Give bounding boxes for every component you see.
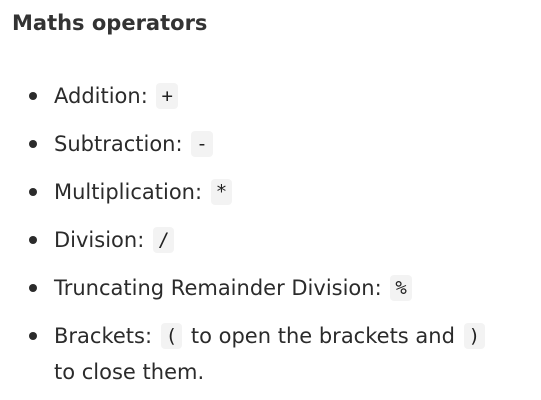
bullet-icon [29,140,37,148]
operator-symbol: / [152,227,175,253]
brackets-end-text: to close them. [54,360,205,384]
operator-symbol: * [210,179,233,205]
bullet-icon [29,188,37,196]
list-item-brackets: Brackets: ( to open the brackets and ) t… [0,318,514,390]
operator-label: Addition: [54,84,148,108]
operator-label: Subtraction: [54,132,183,156]
close-bracket-symbol: ) [463,323,486,349]
list-item-multiplication: Multiplication: * [0,174,541,210]
section-heading: Maths operators [12,11,208,35]
list-item-division: Division: / [0,222,541,258]
operator-symbol: + [156,83,178,109]
operator-symbol: - [191,131,213,157]
operator-symbol: % [390,275,412,301]
operator-label: Multiplication: [54,180,203,204]
bullet-icon [29,92,37,100]
bullet-icon [29,332,37,340]
brackets-middle-text: to open the brackets and [190,324,455,348]
bullet-icon [29,236,37,244]
list-item-addition: Addition: + [0,78,541,114]
operator-label: Brackets: [54,324,153,348]
operator-label: Division: [54,228,145,252]
operator-label: Truncating Remainder Division: [54,276,382,300]
bullet-icon [29,284,37,292]
list-item-subtraction: Subtraction: - [0,126,541,162]
operator-list: Addition: + Subtraction: - Multiplicatio… [0,78,541,400]
list-item-remainder: Truncating Remainder Division: % [0,270,541,306]
open-bracket-symbol: ( [160,323,183,349]
